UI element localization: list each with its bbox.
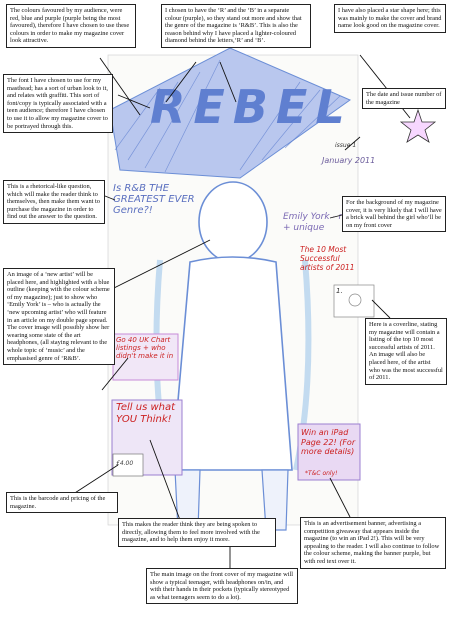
top10-rank: 1. xyxy=(336,287,343,295)
top10-coverline: The 10 Most Successful artists of 2011 xyxy=(300,245,355,272)
note-colours: The colours favoured by my audience, wer… xyxy=(6,4,136,48)
note-font: The font I have chosen to use for my mas… xyxy=(3,74,113,134)
issue-label: issue 1 xyxy=(335,142,357,149)
go40-text: Go 40 UK Chart listings + who didn't mak… xyxy=(116,336,174,360)
artist-image-placeholder xyxy=(333,284,375,318)
note-new-artist: An image of a ‘new artist’ will be place… xyxy=(3,268,115,366)
note-advert: This is an advertisement banner, adverti… xyxy=(300,517,446,569)
figure-silhouette xyxy=(171,181,293,471)
win-text: Win an iPad Page 22! (For more details) xyxy=(301,428,356,456)
note-background: For the background of my magazine cover,… xyxy=(342,196,446,233)
tell-us-text: Tell us what YOU Think! xyxy=(116,402,176,425)
note-star: I have also placed a star shape here; th… xyxy=(334,4,446,33)
barcode-box xyxy=(112,453,144,477)
note-rhetorical: This is a rhetorical-like question, whic… xyxy=(3,180,105,224)
note-barcode: This is the barcode and pricing of the m… xyxy=(6,492,118,514)
go40-box xyxy=(112,333,179,381)
masthead: REBEL xyxy=(150,80,353,134)
emily-york: Emily York - new + unique xyxy=(283,212,358,233)
barcode-price: £4.00 xyxy=(116,460,134,467)
note-main-image: The main image on the front cover of my … xyxy=(146,568,298,605)
star-shape xyxy=(399,108,437,143)
note-r-and-b: I chosen to have the ‘R’ and the ‘B’ in … xyxy=(161,4,311,48)
headline: Is R&B THE GREATEST EVER Genre?! xyxy=(113,183,195,216)
note-reader: This makes the reader think they are bei… xyxy=(118,518,276,547)
note-coverline: Here is a coverline, stating my magazine… xyxy=(365,318,447,385)
note-date: The date and issue number of the magazin… xyxy=(362,88,446,110)
star-text: *T&C only! xyxy=(305,470,338,477)
date-label: January 2011 xyxy=(322,156,376,165)
win-box xyxy=(297,423,361,481)
